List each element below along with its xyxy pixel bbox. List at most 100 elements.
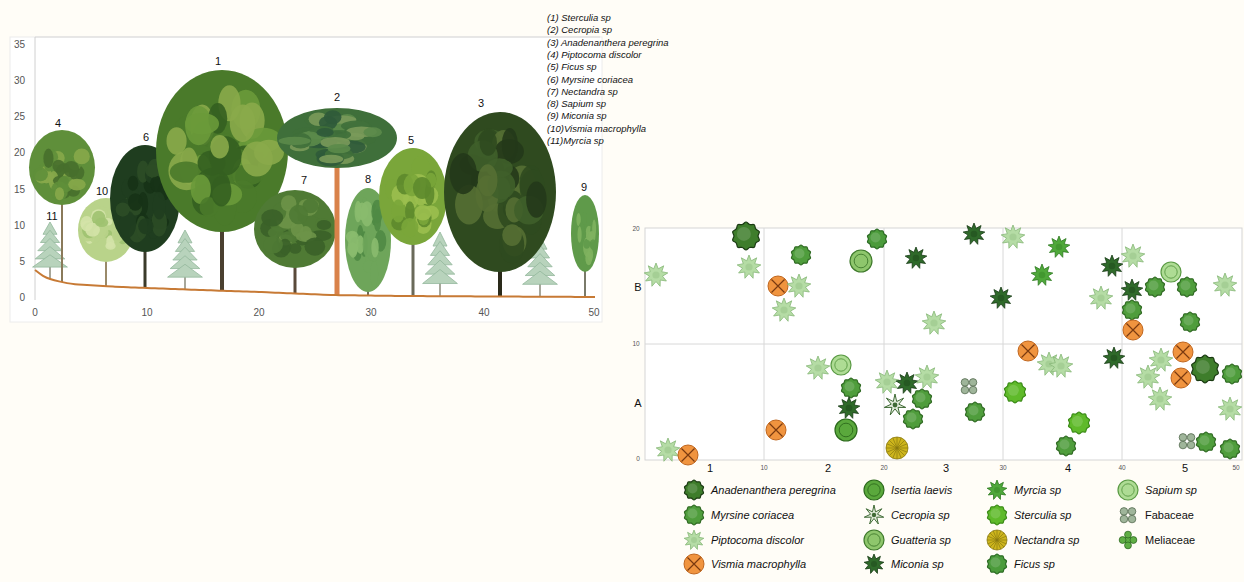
illustration-part bbox=[230, 105, 256, 142]
axis-tick: 0 bbox=[19, 292, 25, 303]
axis-tick: 20 bbox=[253, 307, 264, 318]
illustration-part bbox=[392, 200, 405, 223]
tree-symbol bbox=[1218, 397, 1242, 420]
illustration-part bbox=[1022, 345, 1035, 358]
legend-symbol bbox=[683, 479, 705, 501]
tree-symbol bbox=[1122, 300, 1141, 320]
tree-symbol bbox=[990, 287, 1012, 308]
illustration-part bbox=[328, 144, 351, 153]
legend-symbol bbox=[863, 529, 885, 551]
illustration-part bbox=[993, 531, 997, 540]
illustration-part bbox=[480, 130, 497, 156]
tree-symbol bbox=[766, 420, 786, 440]
illustration-part bbox=[1179, 434, 1187, 442]
tree-symbol bbox=[1192, 355, 1219, 383]
illustration-part bbox=[1196, 360, 1210, 374]
small-tree bbox=[423, 232, 458, 296]
tree-symbol bbox=[1222, 364, 1241, 384]
legend-text: Sapium sp bbox=[1145, 484, 1197, 496]
illustration-part bbox=[991, 509, 1001, 519]
illustration-part bbox=[1187, 434, 1195, 442]
illustration-part bbox=[987, 480, 1007, 499]
illustration-part bbox=[684, 554, 704, 574]
illustration-part bbox=[379, 148, 447, 245]
illustration-part bbox=[1177, 277, 1196, 297]
illustration-part bbox=[963, 223, 985, 244]
illustration-part bbox=[656, 438, 680, 461]
illustration-part bbox=[502, 224, 522, 246]
illustration-part bbox=[961, 379, 969, 387]
illustration-part bbox=[277, 108, 397, 168]
illustration-part bbox=[997, 536, 1006, 540]
tree-symbol bbox=[1048, 236, 1070, 257]
illustration-part bbox=[987, 530, 1007, 550]
legend-symbol bbox=[986, 529, 1008, 551]
illustration-part bbox=[684, 554, 704, 574]
illustration-part bbox=[841, 378, 860, 398]
illustration-part bbox=[1226, 405, 1233, 412]
axis-tick: 35 bbox=[14, 39, 25, 50]
illustration-part bbox=[211, 176, 231, 207]
illustration-part bbox=[971, 231, 978, 238]
tree-symbol bbox=[1171, 368, 1191, 388]
callout-number: 7 bbox=[301, 174, 307, 186]
tree-symbol bbox=[831, 355, 851, 375]
illustration-part bbox=[1181, 281, 1191, 291]
illustration-part bbox=[128, 176, 139, 191]
legend-symbol bbox=[1117, 479, 1139, 501]
illustration-part bbox=[990, 287, 1012, 308]
tree-symbol bbox=[922, 311, 946, 334]
illustration-part bbox=[1226, 368, 1236, 378]
illustration-part bbox=[864, 480, 884, 500]
illustration-part bbox=[579, 251, 584, 263]
illustration-part bbox=[678, 445, 698, 465]
row-label: A bbox=[634, 397, 641, 409]
tree-symbol bbox=[1213, 273, 1237, 296]
illustration-part bbox=[864, 505, 883, 524]
row-label: B bbox=[634, 281, 641, 293]
illustration-part bbox=[969, 379, 977, 387]
illustration-part bbox=[1221, 281, 1228, 288]
species-key: (10)Vismia macrophylla bbox=[547, 123, 646, 133]
illustration-part bbox=[1130, 537, 1137, 544]
illustration-part bbox=[733, 222, 760, 250]
illustration-part bbox=[688, 558, 701, 571]
legend-symbol bbox=[683, 529, 705, 551]
illustration-part bbox=[1157, 356, 1164, 363]
illustration-part bbox=[128, 193, 143, 210]
legend-text: Ficus sp bbox=[1014, 558, 1055, 570]
axis-tick: 15 bbox=[14, 184, 25, 195]
illustration-part bbox=[1049, 354, 1073, 377]
legend-item: Piptocoma discolor bbox=[683, 529, 804, 551]
tree-symbol bbox=[961, 379, 977, 394]
illustration-part bbox=[912, 389, 931, 409]
axis-tick: 40 bbox=[1118, 464, 1125, 471]
illustration-part bbox=[413, 177, 431, 199]
illustration-part bbox=[897, 448, 901, 458]
legend-item: Guatteria sp bbox=[863, 529, 951, 551]
illustration-part bbox=[1213, 273, 1237, 296]
legend-symbol bbox=[683, 504, 705, 526]
tree-symbol bbox=[1103, 347, 1125, 368]
grid-line bbox=[35, 37, 600, 38]
illustration-part bbox=[1156, 395, 1163, 402]
legend-item: Ficus sp bbox=[986, 553, 1055, 575]
illustration-part bbox=[770, 424, 783, 437]
axis-tick: 10 bbox=[632, 340, 639, 347]
illustration-part bbox=[1120, 508, 1136, 523]
illustration-part bbox=[241, 141, 273, 176]
illustration-part bbox=[915, 365, 939, 388]
species-key: (1) Sterculia sp bbox=[547, 13, 611, 23]
legend-symbol bbox=[863, 553, 885, 575]
illustration-part bbox=[185, 113, 219, 135]
tree-symbol bbox=[884, 394, 905, 415]
illustration-part bbox=[1144, 373, 1151, 380]
illustration-part bbox=[688, 484, 698, 494]
illustration-part bbox=[1001, 225, 1025, 248]
legend-text: Guatteria sp bbox=[891, 534, 951, 546]
illustration-part bbox=[1004, 381, 1025, 403]
illustration-part bbox=[889, 440, 897, 448]
axis-tick: 0 bbox=[636, 455, 640, 462]
legend-text: Sterculia sp bbox=[1014, 509, 1071, 521]
illustration-part bbox=[582, 212, 587, 224]
